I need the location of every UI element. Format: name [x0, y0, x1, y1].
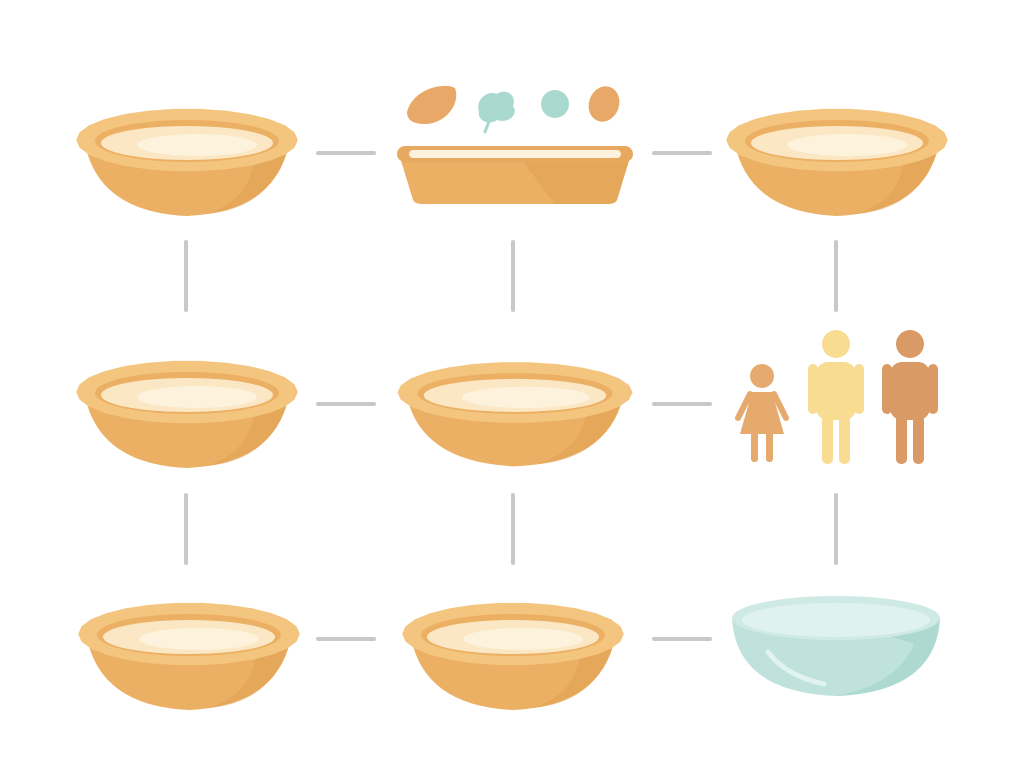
adult-person-icon	[808, 330, 864, 464]
baking-dish-with-ingredients-icon	[395, 82, 635, 212]
connector-r1c1-r1c2	[316, 151, 376, 155]
adult-person-icon	[882, 330, 938, 464]
ingredients-icon	[407, 85, 620, 134]
connector-r2c2-r2c3	[652, 402, 712, 406]
pie-crust-icon	[72, 88, 302, 228]
connector-r1c2-r2c2	[511, 240, 515, 312]
pie-crust-icon	[74, 582, 304, 722]
connector-r3c2-r3c3	[652, 637, 712, 641]
pie-crust-icon	[393, 342, 637, 478]
connector-r2c1-r2c2	[316, 402, 376, 406]
child-person-icon	[735, 364, 789, 462]
pie-crust-icon	[722, 88, 952, 228]
family-people-icon	[730, 322, 950, 472]
pie-crust-icon	[398, 582, 628, 722]
connector-r1c2-r1c3	[652, 151, 712, 155]
connector-r1c1-r2c1	[184, 240, 188, 312]
connector-r1c3-r2c3	[834, 240, 838, 312]
connector-r2c3-r3c3	[834, 493, 838, 565]
baking-dish-icon	[397, 146, 633, 204]
connector-r2c1-r3c1	[184, 493, 188, 565]
connector-r3c1-r3c2	[316, 637, 376, 641]
connector-r2c2-r3c2	[511, 493, 515, 565]
pie-crust-icon	[72, 340, 302, 480]
mixing-bowl-icon	[728, 588, 944, 704]
